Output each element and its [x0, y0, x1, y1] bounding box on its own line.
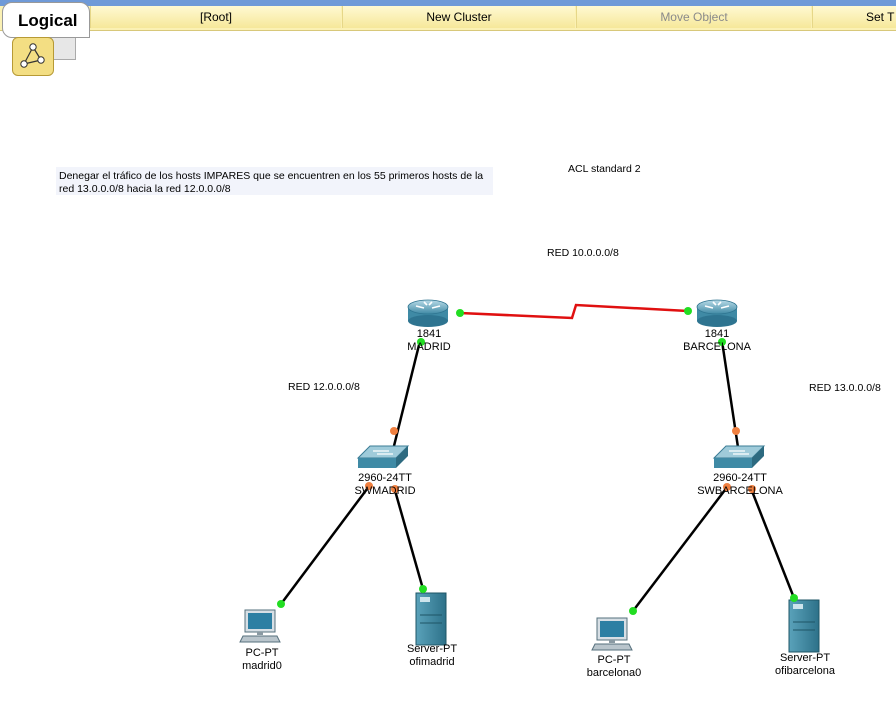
link-swmadrid-server[interactable]: [392, 486, 425, 590]
router-madrid-model: 1841: [416, 328, 442, 340]
server-barcelona-name: ofibarcelona: [775, 665, 835, 677]
workspace-toolbar: [Root] New Cluster Move Object Set T: [0, 0, 896, 31]
server-madrid-label: Server-PT ofimadrid: [407, 643, 457, 669]
switch-madrid-name: SWMADRID: [354, 485, 416, 497]
set-tiled-background-button[interactable]: Set T: [812, 6, 896, 28]
link-barcelona-router-switch[interactable]: [720, 340, 741, 455]
link-swmadrid-pc[interactable]: [279, 484, 372, 605]
link-swbarcelona-server[interactable]: [748, 485, 796, 599]
note-line-2: red 13.0.0.0/8 hacia la red 12.0.0.0/8: [59, 183, 231, 195]
router-madrid-name: MADRID: [407, 341, 451, 353]
router-barcelona-name: BARCELONA: [683, 341, 751, 353]
barcelona-network-note: RED 13.0.0.0/8: [809, 382, 881, 394]
pc-barcelona-name: barcelona0: [586, 667, 642, 679]
link-swbarcelona-pc[interactable]: [632, 485, 729, 612]
switch-madrid-label: 2960-24TT SWMADRID: [354, 472, 415, 498]
switch-barcelona-label: 2960-24TT SWBARCELONA: [697, 472, 783, 498]
server-icon[interactable]: [415, 592, 447, 646]
pc-madrid-model: PC-PT: [245, 647, 279, 659]
switch-icon[interactable]: [712, 445, 766, 468]
pc-icon[interactable]: [239, 609, 281, 643]
router-barcelona-model: 1841: [704, 328, 730, 340]
root-button[interactable]: [Root]: [90, 6, 341, 28]
pc-madrid-label: PC-PT madrid0: [242, 647, 282, 673]
server-madrid-model: Server-PT: [406, 643, 458, 655]
note-box[interactable]: [56, 167, 493, 195]
move-object-button[interactable]: Move Object: [576, 6, 811, 28]
switch-icon[interactable]: [356, 445, 410, 468]
router-barcelona-label: 1841 BARCELONA: [683, 328, 751, 354]
wan-network-note: RED 10.0.0.0/8: [547, 247, 619, 259]
acl-title-note: ACL standard 2: [568, 163, 641, 175]
router-icon[interactable]: [696, 299, 738, 327]
pc-barcelona-label: PC-PT barcelona0: [587, 654, 641, 680]
navigation-icon[interactable]: [12, 37, 54, 76]
logical-tab-label: Logical: [18, 11, 78, 30]
switch-madrid-model: 2960-24TT: [358, 472, 412, 484]
router-madrid-label: 1841 MADRID: [407, 328, 450, 354]
window-edge: [0, 0, 896, 6]
router-icon[interactable]: [407, 299, 449, 327]
pc-madrid-name: madrid0: [242, 660, 282, 672]
server-barcelona-model: Server-PT: [779, 652, 831, 664]
link-madrid-router-switch[interactable]: [390, 340, 422, 455]
port-lights: [277, 307, 798, 615]
note-line-1: Denegar el tráfico de los hosts IMPARES …: [59, 170, 484, 182]
server-madrid-name: ofimadrid: [409, 656, 455, 668]
serial-link[interactable]: [459, 303, 689, 320]
switch-barcelona-model: 2960-24TT: [713, 472, 767, 484]
logical-workspace-tab[interactable]: Logical: [2, 2, 90, 38]
server-barcelona-label: Server-PT ofibarcelona: [775, 652, 835, 678]
pc-icon[interactable]: [591, 617, 633, 651]
switch-barcelona-name: SWBARCELONA: [697, 485, 783, 497]
new-cluster-button[interactable]: New Cluster: [342, 6, 575, 28]
pc-barcelona-model: PC-PT: [597, 654, 631, 666]
server-icon[interactable]: [788, 599, 820, 653]
madrid-network-note: RED 12.0.0.0/8: [288, 381, 360, 393]
